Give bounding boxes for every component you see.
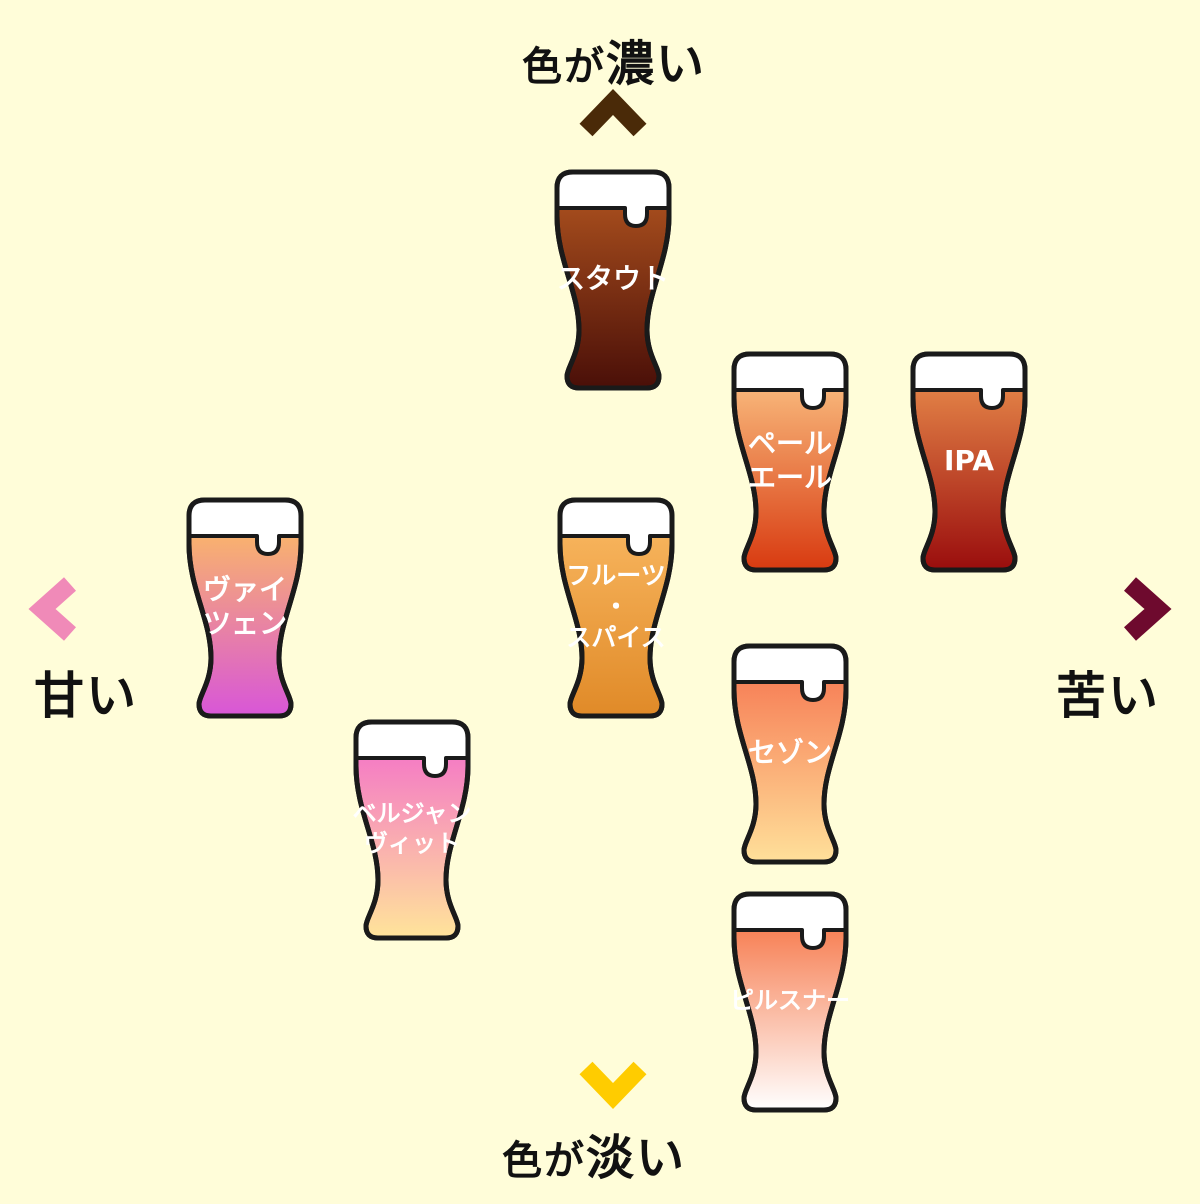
glass-outline bbox=[186, 497, 304, 719]
arrow-up-head bbox=[579, 89, 647, 137]
beer-label-belgian-wit: ヴィット bbox=[364, 830, 460, 858]
glass-outline bbox=[557, 497, 675, 719]
glass-outline bbox=[353, 719, 471, 941]
beer-glass-pilsner: ピルスナー bbox=[730, 891, 850, 1113]
glass-outline bbox=[910, 351, 1028, 573]
beer-glasses: スタウトペールエールIPAヴァイツェンフルーツ・スパイスセゾンベルジャンヴィット… bbox=[186, 169, 1028, 1113]
beer-label-fruit-spice: フルーツ bbox=[566, 561, 666, 590]
axis-label-light-color: 色が淡い bbox=[502, 1130, 687, 1186]
beer-label-belgian-wit: ベルジャン bbox=[353, 800, 472, 828]
beer-label-weizen: ツェン bbox=[203, 607, 287, 640]
beer-glass-ipa: IPA bbox=[910, 351, 1028, 573]
beer-glass-saison: セゾン bbox=[731, 643, 849, 865]
beer-label-weizen: ヴァイ bbox=[203, 573, 287, 606]
beer-label-pale-ale: エール bbox=[748, 461, 832, 494]
beer-label-ipa: IPA bbox=[944, 444, 994, 477]
beer-label-pale-ale: ペール bbox=[748, 427, 832, 460]
arrow-left-head bbox=[28, 577, 76, 641]
glass-outline bbox=[731, 643, 849, 865]
beer-glass-fruit-spice: フルーツ・スパイス bbox=[557, 497, 675, 719]
glass-outline bbox=[731, 351, 849, 573]
beer-label-fruit-spice: ・ bbox=[603, 592, 628, 621]
beer-label-saison: セゾン bbox=[748, 736, 832, 769]
axis-label-sweet: 甘い bbox=[34, 667, 138, 725]
glass-outline bbox=[554, 169, 672, 391]
arrow-down-head bbox=[579, 1061, 647, 1109]
axis-label-bitter: 苦い bbox=[1056, 667, 1160, 725]
beer-label-stout: スタウト bbox=[557, 262, 669, 295]
axis-label-dark-color: 色が濃い bbox=[522, 36, 707, 92]
arrow-right-head bbox=[1124, 577, 1172, 641]
glass-outline bbox=[731, 891, 849, 1113]
beer-label-fruit-spice: スパイス bbox=[566, 623, 665, 652]
beer-label-pilsner: ピルスナー bbox=[730, 987, 850, 1015]
beer-glass-stout: スタウト bbox=[554, 169, 672, 391]
